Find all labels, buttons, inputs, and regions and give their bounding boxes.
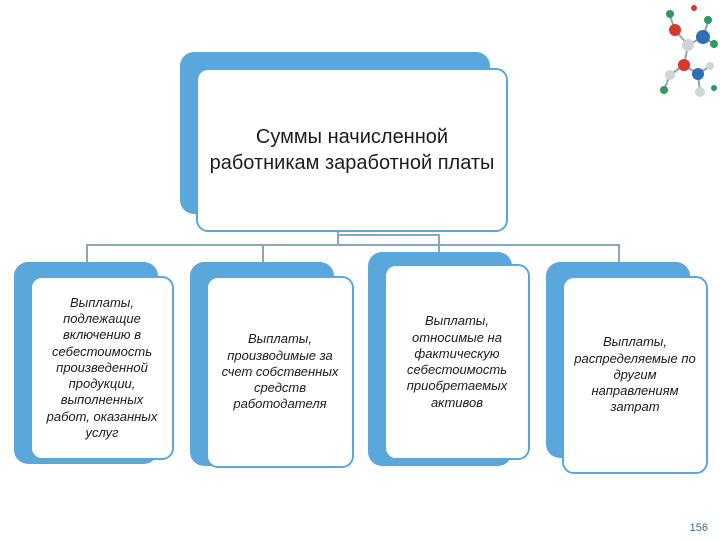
root-card-text: Суммы начисленной работникам заработной … <box>209 126 495 174</box>
child-card-2: Выплаты, производимые за счет собственны… <box>206 276 354 468</box>
child-card-1: Выплаты, подлежащие включению в себестои… <box>30 276 174 460</box>
connector-child-2 <box>262 244 264 262</box>
child-card-2-text: Выплаты, производимые за счет собственны… <box>221 331 339 412</box>
connector-child-3-top <box>337 234 440 236</box>
connector-child-1 <box>86 244 88 262</box>
connector-child-3 <box>438 234 440 252</box>
child-card-4-text: Выплаты, распределяемые по другим направ… <box>574 334 696 415</box>
connector-horizontal <box>86 244 620 246</box>
child-card-4: Выплаты, распределяемые по другим направ… <box>562 276 708 474</box>
connector-root-stem <box>337 232 339 246</box>
root-card: Суммы начисленной работникам заработной … <box>196 68 508 232</box>
connector-child-4 <box>618 244 620 262</box>
child-card-1-text: Выплаты, подлежащие включению в себестои… <box>46 294 158 440</box>
page-number: 156 <box>689 522 708 534</box>
child-card-3: Выплаты, относимые на фактическую себест… <box>384 264 530 460</box>
child-card-3-text: Выплаты, относимые на фактическую себест… <box>406 313 508 410</box>
molecule-icon <box>660 5 718 97</box>
